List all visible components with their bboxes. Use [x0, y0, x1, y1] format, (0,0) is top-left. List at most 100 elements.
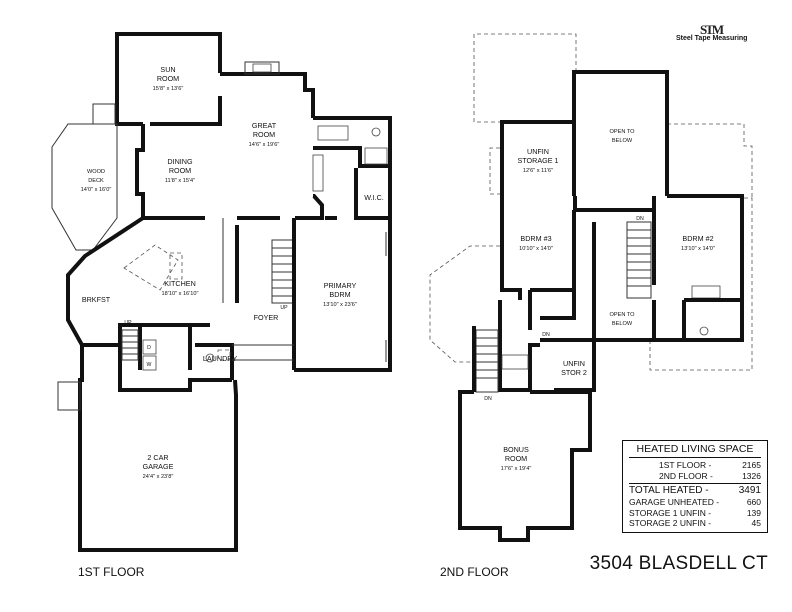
- bdrm3-walls: [500, 196, 522, 300]
- laundry-south-wall: [118, 345, 232, 392]
- area-extra-label: STORAGE 2 UNFIN -: [629, 518, 712, 528]
- roof-outline-right: [667, 123, 753, 198]
- powder-sink: [217, 349, 231, 361]
- area-extra-value: 139: [746, 507, 761, 518]
- dryer: [142, 339, 157, 355]
- sun-room-walls: [115, 32, 222, 126]
- property-address: 3504 BLASDELL CT: [589, 553, 768, 574]
- fireplace: [252, 63, 272, 73]
- area-extra-row: STORAGE 2 UNFIN - 45: [629, 518, 761, 529]
- wood-deck-outline: [51, 123, 118, 251]
- primary-bedroom-label: BDRM: [329, 290, 350, 299]
- stair-up-label: UP: [280, 305, 288, 311]
- brand-name: Steel Tape Measuring: [676, 35, 748, 42]
- bdrm2-tub: [691, 285, 721, 299]
- bath-inner-wall: [313, 146, 390, 168]
- wood-deck-dimensions: 14'0" x 16'0": [81, 187, 112, 193]
- area-extra-row: STORAGE 1 UNFIN - 139: [629, 508, 761, 519]
- dining-room-label: DINING: [167, 157, 193, 166]
- unfin-storage-2-label: UNFIN: [563, 359, 585, 368]
- roof-outline-storage: [489, 147, 500, 195]
- walk-in-closet-label: W.I.C.: [364, 193, 384, 202]
- laundry-stair-up-label: UP: [124, 320, 132, 326]
- unfin-storage-1-dimensions: 12'6" x 11'6": [523, 168, 553, 174]
- washer-label: W: [147, 362, 152, 368]
- bonus-room-label: BONUS: [503, 445, 529, 454]
- sun-room-east-wall: [150, 96, 222, 126]
- garage-side-stairs: [57, 381, 81, 411]
- kitchen-peninsula: [169, 252, 183, 280]
- brand-logo: STM Steel Tape Measuring: [676, 22, 766, 48]
- bonus-room-dimensions: 17'6" x 19'4": [501, 466, 532, 472]
- bonus-room-label: ROOM: [505, 454, 527, 463]
- fireplace-hearth: [244, 61, 280, 75]
- roof-outline-right-low: [649, 197, 753, 371]
- roof-outline-left: [429, 245, 500, 363]
- bdrm3-east-wall: [540, 210, 576, 320]
- bdrm2-walls: [652, 194, 744, 342]
- main-stair-treads: [272, 247, 294, 297]
- area-row: 1ST FLOOR - 2165: [629, 460, 761, 471]
- brand-mark: STM: [700, 22, 724, 37]
- sun-room-label: SUN: [160, 65, 175, 74]
- primary-bedroom-label: PRIMARY: [324, 281, 357, 290]
- area-total-row: TOTAL HEATED - 3491: [629, 483, 761, 497]
- area-total-label: TOTAL HEATED -: [629, 485, 709, 496]
- open-to-below-mid-label: OPEN TO: [610, 312, 636, 318]
- bonus-room-walls: [458, 390, 592, 542]
- hall-stair-down-label: DN: [542, 332, 550, 338]
- primary-bedroom-walls: [294, 218, 392, 372]
- area-row-value: 2165: [742, 460, 761, 470]
- great-room-dimensions: 14'6" x 19'6": [249, 142, 280, 148]
- bedroom-2-label: BDRM #2: [682, 234, 713, 243]
- kitchen-dimensions: 18'10" x 16'10": [162, 291, 199, 297]
- area-extra-label: GARAGE UNHEATED -: [629, 497, 720, 507]
- upper-stairs: [626, 221, 652, 299]
- bonus-stair-treads: [476, 337, 498, 379]
- first-floor-label: 1ST FLOOR: [78, 565, 145, 579]
- foyer-label: FOYER: [254, 313, 279, 322]
- deck-stairs: [92, 103, 116, 125]
- area-extra-label: STORAGE 1 UNFIN -: [629, 507, 712, 518]
- upper-stair-treads: [627, 229, 651, 287]
- second-floor-plan: [429, 33, 753, 542]
- area-row-label: 2ND FLOOR -: [659, 470, 713, 481]
- open-to-below-top-label: OPEN TO: [610, 129, 636, 135]
- great-room-label: ROOM: [253, 130, 275, 139]
- area-extra-value: 660: [746, 497, 761, 507]
- hall-wall: [295, 194, 324, 220]
- bonus-stair-down-label: DN: [484, 396, 492, 402]
- stair-down-label: DN: [636, 216, 644, 222]
- breakfast-bay-wall: [66, 216, 145, 347]
- hall-tub: [501, 354, 529, 370]
- unfin-storage-1-label: UNFIN: [527, 147, 549, 156]
- dryer-label: D: [147, 345, 151, 351]
- dining-room-dimensions: 11'8" x 15'4": [165, 178, 195, 184]
- primary-bedroom-dimensions: 13'10" x 23'6": [323, 302, 357, 308]
- area-summary-table: HEATED LIVING SPACE 1ST FLOOR - 2165 2ND…: [622, 440, 768, 533]
- garage-label: 2 CAR: [147, 453, 168, 462]
- breakfast-label: BRKFST: [82, 295, 111, 304]
- area-extra-row: GARAGE UNHEATED - 660: [629, 497, 761, 508]
- wood-deck-label: WOOD: [87, 169, 105, 175]
- bedroom-3-dimensions: 10'10" x 14'0": [519, 246, 553, 252]
- shower: [364, 147, 388, 165]
- unfin-storage-2-label: STOR 2: [561, 368, 587, 377]
- roof-outline-top: [473, 33, 577, 123]
- bathtub: [317, 125, 349, 141]
- open-to-below-mid-label: BELOW: [612, 321, 633, 327]
- area-table-title: HEATED LIVING SPACE: [629, 443, 761, 458]
- great-room-north-wall: [220, 72, 315, 118]
- vanity: [312, 154, 324, 192]
- open-to-below-top-label: BELOW: [612, 138, 633, 144]
- area-row: 2ND FLOOR - 1326: [629, 471, 761, 482]
- powder-toilet: [205, 353, 215, 363]
- bedroom-3-label: BDRM #3: [520, 234, 551, 243]
- unfin-storage-1-label: STORAGE 1: [517, 156, 558, 165]
- hall-walls: [573, 196, 654, 212]
- bedroom-2-dimensions: 13'10" x 14'0": [681, 246, 715, 252]
- bonus-stairs: [475, 329, 499, 393]
- hall-bath-walls: [498, 300, 540, 392]
